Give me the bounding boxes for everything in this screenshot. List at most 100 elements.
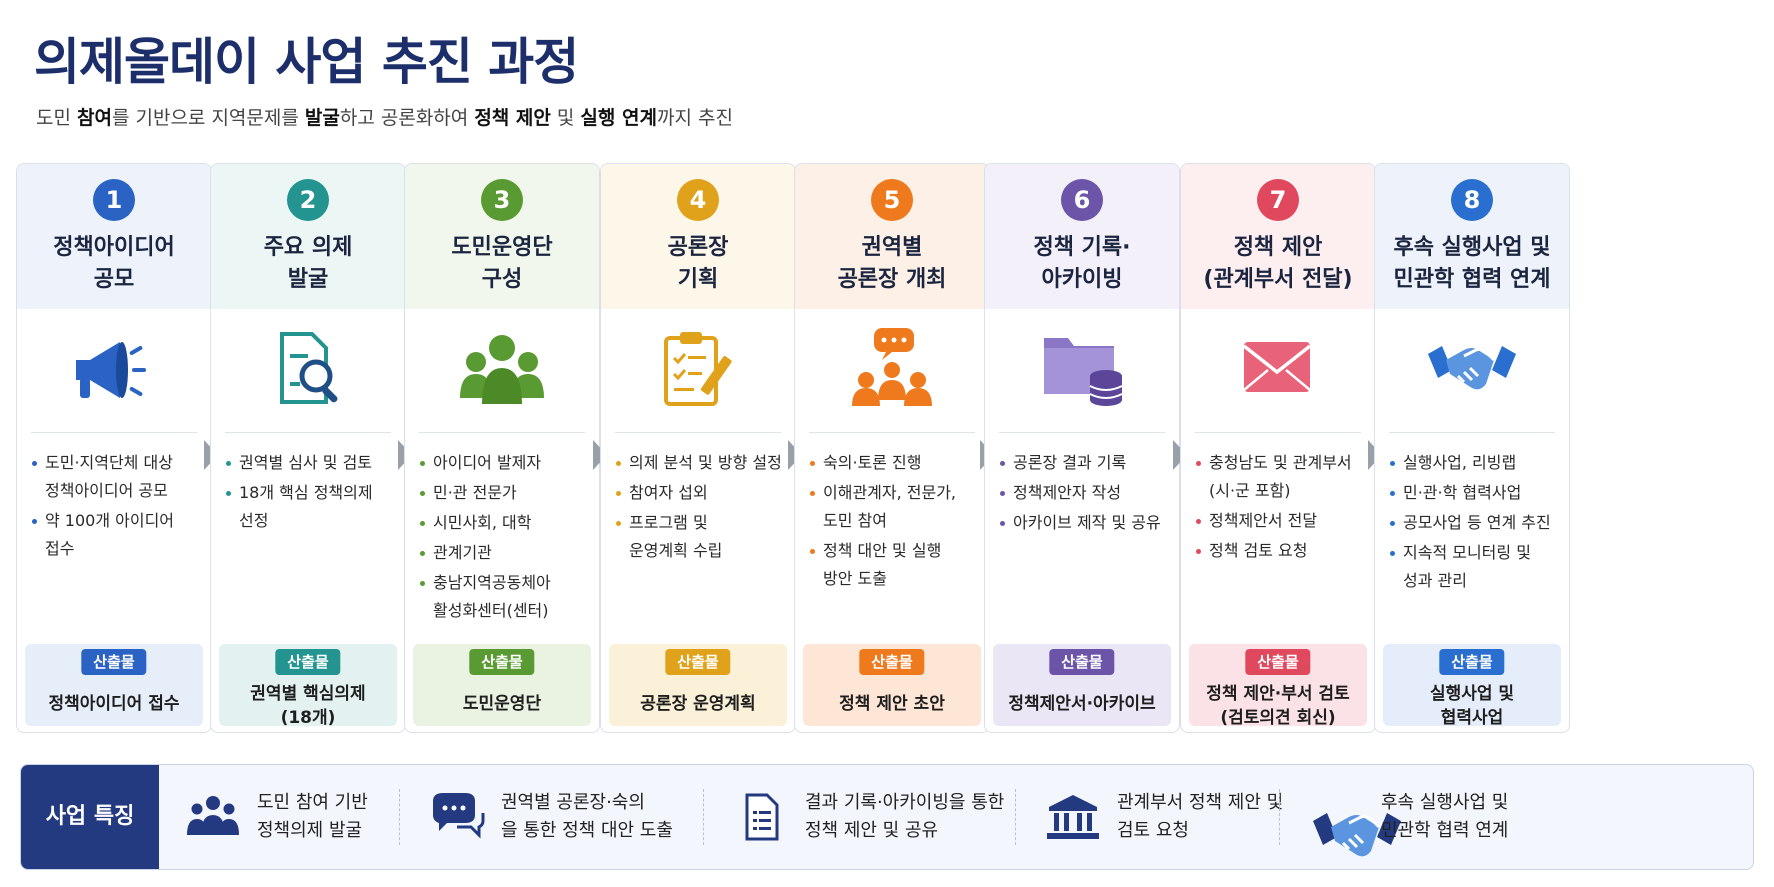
step-title-line: 발굴 — [287, 267, 329, 292]
feature-line: 도민 참여 기반 — [257, 792, 368, 813]
output-line: 협력사업 — [1440, 708, 1504, 728]
step-title-line: 기획 — [677, 267, 719, 292]
bullet-item: 의제 분석 및 방향 설정 — [613, 449, 787, 477]
step-number: 5 — [871, 179, 913, 221]
bullet-line: 운영계획 수립 — [629, 541, 723, 560]
bullet-item: 정책제안자 작성 — [997, 479, 1171, 507]
subtitle-part: 도민 — [36, 107, 77, 129]
output-line: 공론장 운영계획 — [640, 694, 756, 714]
output-badge: 산출물 — [469, 649, 535, 675]
bullet-line: 민·관·학 협력사업 — [1403, 483, 1522, 502]
bullet-line: 민·관 전문가 — [433, 483, 517, 502]
step-number: 3 — [481, 179, 523, 221]
bullet-line: 시민사회, 대학 — [433, 513, 532, 532]
document-icon — [733, 791, 789, 843]
bullet-line: 아이디어 발제자 — [433, 453, 542, 472]
envelope-icon — [1181, 324, 1375, 419]
bullet-line: 선정 — [239, 511, 269, 530]
output-badge: 산출물 — [1049, 649, 1115, 675]
step-title-line: 후속 실행사업 및 — [1393, 235, 1551, 260]
subtitle-part: 실행 연계 — [580, 107, 657, 129]
feature-line: 을 통한 정책 대안 도출 — [501, 820, 673, 841]
output-line: 정책 제안 초안 — [839, 694, 945, 714]
chat-bubbles-icon — [429, 791, 485, 843]
subtitle-part: 및 — [550, 107, 581, 129]
page-subtitle: 도민 참여를 기반으로 지역문제를 발굴하고 공론화하여 정책 제안 및 실행 … — [36, 103, 733, 130]
step-header: 6 정책 기록·아카이빙 — [985, 164, 1179, 309]
bullet-line: 정책아이디어 공모 — [45, 481, 168, 500]
step-number: 7 — [1257, 179, 1299, 221]
bullet-line: 정책제안서 전달 — [1209, 511, 1318, 530]
bullet-line: 충청남도 및 관계부서 — [1209, 453, 1352, 472]
step-divider — [999, 432, 1165, 433]
output-text: 정책제안서·아카이브 — [993, 692, 1171, 716]
handshake-icon — [1375, 324, 1569, 419]
subtitle-part: 하고 공론화하여 — [339, 107, 475, 129]
discussion-icon — [795, 324, 989, 419]
bullet-line: 정책 대안 및 실행 — [823, 541, 942, 560]
bullet-line: 아카이브 제작 및 공유 — [1013, 513, 1161, 532]
step-title-line: 권역별 — [861, 235, 923, 260]
government-building-icon — [1045, 791, 1101, 843]
step-title-line: (관계부서 전달) — [1203, 267, 1353, 292]
subtitle-part: 정책 제안 — [474, 107, 551, 129]
step-divider — [809, 432, 975, 433]
bullet-line: 접수 — [45, 539, 75, 558]
bullet-line: 숙의·토론 진행 — [823, 453, 922, 472]
step-title-line: 구성 — [481, 267, 523, 292]
bullet-item: 참여자 섭외 — [613, 479, 787, 507]
bullet-line: 약 100개 아이디어 — [45, 511, 175, 530]
subtitle-part: 발굴 — [304, 107, 340, 129]
output-badge: 산출물 — [1245, 649, 1311, 675]
feature-line: 민관학 협력 연계 — [1381, 820, 1509, 841]
feature-separator — [703, 789, 704, 845]
subtitle-part: 까지 추진 — [656, 107, 733, 129]
step-title: 정책 기록·아카이빙 — [985, 232, 1179, 296]
document-search-icon — [211, 324, 405, 419]
step-number: 1 — [93, 179, 135, 221]
bullet-item: 시민사회, 대학 — [417, 509, 591, 537]
output-badge: 산출물 — [81, 649, 147, 675]
output-line: (18개) — [280, 708, 336, 728]
people-group-icon — [405, 324, 599, 419]
step-title-line: 공론장 개최 — [837, 267, 947, 292]
bullet-item: 민·관 전문가 — [417, 479, 591, 507]
output-text: 정책 제안·부서 검토(검토의견 회신) — [1189, 682, 1367, 730]
bullet-line: 이해관계자, 전문가, — [823, 483, 957, 502]
output-text: 도민운영단 — [413, 692, 591, 716]
step-output: 산출물 도민운영단 — [413, 644, 591, 726]
step-divider — [1195, 432, 1361, 433]
bullet-line: 18개 핵심 정책의제 — [239, 483, 373, 502]
step-title-line: 정책 제안 — [1233, 235, 1323, 260]
step-divider — [225, 432, 391, 433]
feature-separator — [399, 789, 400, 845]
bullet-line: 공론장 결과 기록 — [1013, 453, 1127, 472]
bullet-line: 의제 분석 및 방향 설정 — [629, 453, 782, 472]
bullet-line: 정책 검토 요청 — [1209, 541, 1308, 560]
output-line: 정책제안서·아카이브 — [1008, 694, 1156, 714]
output-line: 도민운영단 — [462, 694, 542, 714]
output-line: 권역별 핵심의제 — [250, 684, 366, 704]
subtitle-part: 참여 — [77, 107, 112, 129]
